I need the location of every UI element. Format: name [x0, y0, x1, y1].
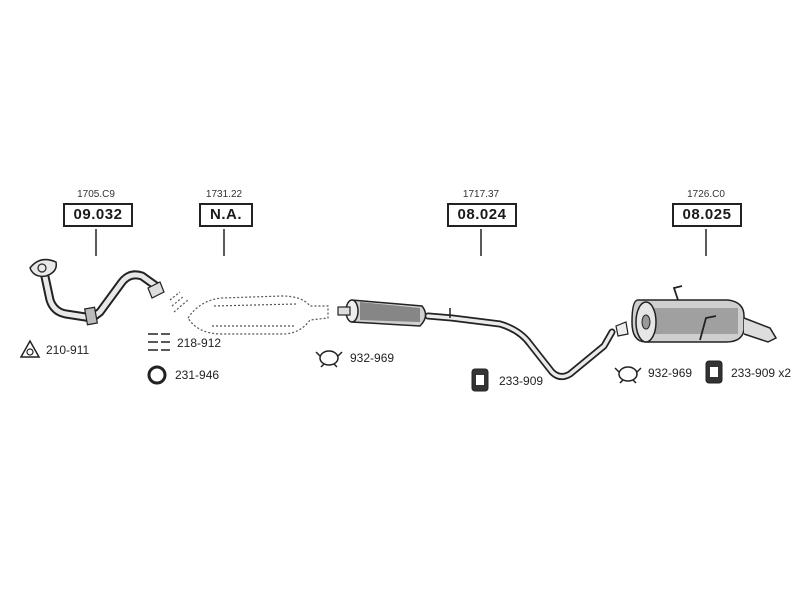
- part-box-catalyst[interactable]: N.A.: [199, 203, 253, 227]
- clamp-icon: [315, 350, 343, 368]
- rubber-hanger-icon: [705, 360, 723, 384]
- catalytic-converter-outline: [169, 291, 329, 335]
- ring-gasket-icon: [147, 365, 167, 385]
- section-code-1: 1705.C9: [77, 189, 115, 200]
- accessory-number-clamp-2[interactable]: 932-969: [648, 366, 693, 380]
- part-box-front-pipe[interactable]: 09.032: [63, 203, 133, 227]
- front-pipe[interactable]: [29, 258, 165, 326]
- accessory-number-mounting-kit[interactable]: 218-912: [177, 336, 222, 350]
- accessory-number-gasket-triangle[interactable]: 210-911: [46, 343, 90, 357]
- middle-silencer-pipe[interactable]: [337, 299, 616, 381]
- section-code-4: 1726.C0: [687, 189, 725, 200]
- accessory-number-hanger-2[interactable]: 233-909 x2: [731, 366, 792, 380]
- mounting-kit-icon: [148, 333, 170, 351]
- rubber-hanger-icon: [471, 368, 489, 392]
- part-box-middle-silencer[interactable]: 08.024: [447, 203, 517, 227]
- accessory-number-hanger-1[interactable]: 233-909: [499, 374, 544, 388]
- section-code-3: 1717.37: [462, 189, 500, 200]
- clamp-icon: [614, 366, 642, 384]
- section-code-2: 1731.22: [205, 189, 243, 200]
- rear-silencer[interactable]: [615, 285, 778, 343]
- triangle-gasket-icon: [19, 339, 41, 358]
- leader-lines: [95, 229, 707, 256]
- part-box-rear-silencer[interactable]: 08.025: [672, 203, 742, 227]
- accessory-number-clamp-1[interactable]: 932-969: [350, 351, 395, 365]
- accessory-number-ring-gasket[interactable]: 231-946: [175, 368, 220, 382]
